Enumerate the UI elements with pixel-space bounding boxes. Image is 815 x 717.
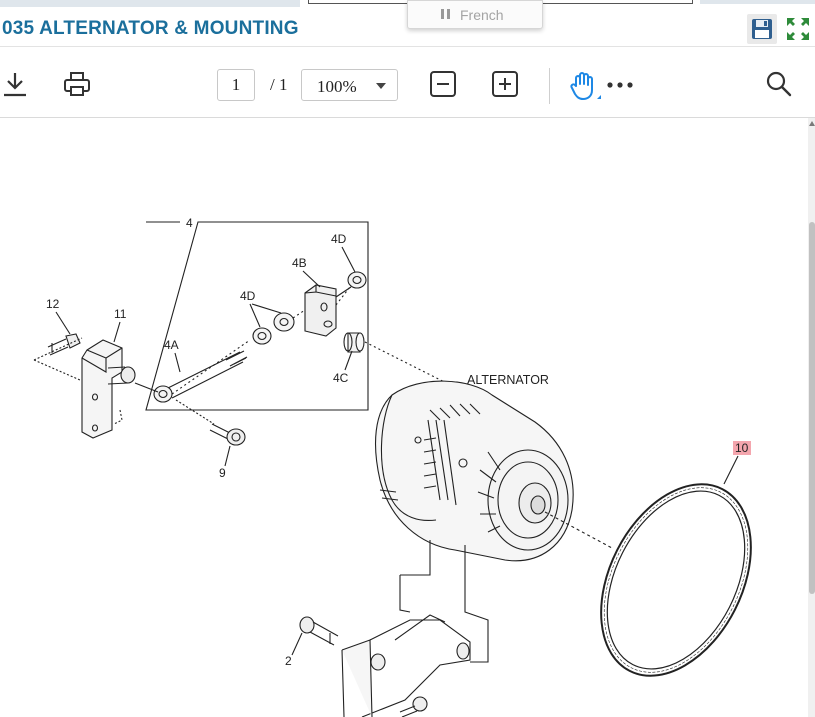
zoom-in-icon [492,71,518,97]
callout-4d-lower: 4D [240,289,256,303]
spacer-4c [343,332,365,353]
page-number-input[interactable]: 1 [217,69,255,101]
print-icon [64,72,90,96]
zoom-select[interactable]: 100% [301,69,398,101]
language-label: French [460,7,504,23]
callout-4a: 4A [164,338,179,352]
alternator [375,380,574,562]
callout-9: 9 [219,466,226,480]
bracket-11 [81,339,136,439]
expand-icon [787,18,809,40]
parts-diagram: 4 4D 4B 4D [33,216,752,717]
callout-4d-top: 4D [331,232,347,246]
zoom-out-icon [430,71,456,97]
rod-4a [153,350,248,403]
belt-10 [600,483,752,677]
scrollbar-thumb[interactable] [809,222,815,594]
alternator-caption: ALTERNATOR [467,373,549,387]
save-icon [752,19,772,39]
callout-4c: 4C [333,371,349,385]
hand-tool-icon [570,72,601,100]
more-options-icon [607,82,633,88]
callout-2: 2 [285,654,292,668]
expand-button[interactable] [783,14,813,44]
washer-4d-lower-b [273,312,295,332]
bolt-bottom [399,696,428,717]
callout-10-highlight [733,441,751,455]
callout-12: 12 [46,297,60,311]
bolt-12 [47,333,81,356]
callout-10: 10 [735,441,749,455]
washer-4d-lower-a [252,327,272,345]
language-popup[interactable]: French [407,0,543,29]
scroll-up-arrow[interactable] [809,121,815,126]
download-button[interactable] [0,69,30,99]
browser-tab-left[interactable] [0,0,300,7]
download-icon [4,73,26,97]
document-title: 035 ALTERNATOR & MOUNTING [2,18,299,39]
callout-4b: 4B [292,256,307,270]
page-total: / 1 [270,75,288,94]
zoom-value: 100% [317,77,357,96]
pdf-viewer[interactable]: 4 4D 4B 4D [0,118,808,717]
more-options-button[interactable] [605,69,635,99]
group-4-box [145,221,369,411]
search-button[interactable] [764,69,794,99]
pdf-toolbar: 1 / 1 100% [0,47,815,118]
bolt-2 [299,616,339,646]
search-icon [766,71,792,97]
callout-4: 4 [186,216,193,230]
zoom-in-button[interactable] [490,69,520,99]
hand-tool-button[interactable] [567,69,601,100]
bolt-9 [209,423,246,446]
block-4b [304,284,337,337]
washer-4d-top [347,271,367,289]
zoom-out-button[interactable] [428,69,458,99]
chevron-down-icon [376,83,386,89]
print-button[interactable] [62,69,92,99]
pause-icon [441,9,450,19]
toolbar-separator [549,68,550,104]
mounting-bracket [341,540,489,717]
save-button[interactable] [747,14,777,44]
callout-11: 11 [114,307,127,321]
browser-tab-right[interactable] [700,0,815,4]
